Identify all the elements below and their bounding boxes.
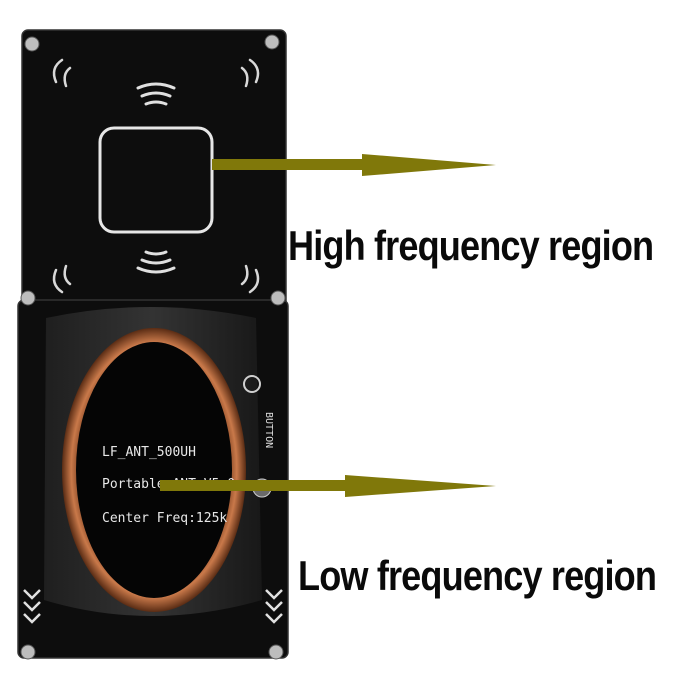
hf-arrow <box>212 154 496 176</box>
chevron-down-icon <box>23 589 283 624</box>
nfc-wave-icon <box>136 82 176 106</box>
low-frequency-label: Low frequency region <box>298 552 657 599</box>
nfc-wave-icon <box>136 250 176 274</box>
silkscreen-line-1: LF_ANT_500UH <box>102 445 196 460</box>
button-label: BUTTON <box>263 412 274 448</box>
screw-icon <box>24 36 40 52</box>
silkscreen-line-3: Center Freq:125k <box>102 511 227 526</box>
lf-arrow <box>160 475 496 497</box>
screw-icon <box>270 290 286 306</box>
corner-wave-icon <box>52 58 260 294</box>
screw-icon <box>20 644 36 660</box>
hf-antenna-loop <box>98 126 214 234</box>
low-frequency-board: LF_ANT_500UH Portable ANT V5.0 Center Fr… <box>17 290 289 660</box>
high-frequency-board <box>21 29 287 321</box>
screw-icon <box>264 34 280 50</box>
high-frequency-label: High frequency region <box>288 222 654 269</box>
led-icon <box>243 375 261 393</box>
screw-icon <box>20 290 36 306</box>
screw-icon <box>268 644 284 660</box>
